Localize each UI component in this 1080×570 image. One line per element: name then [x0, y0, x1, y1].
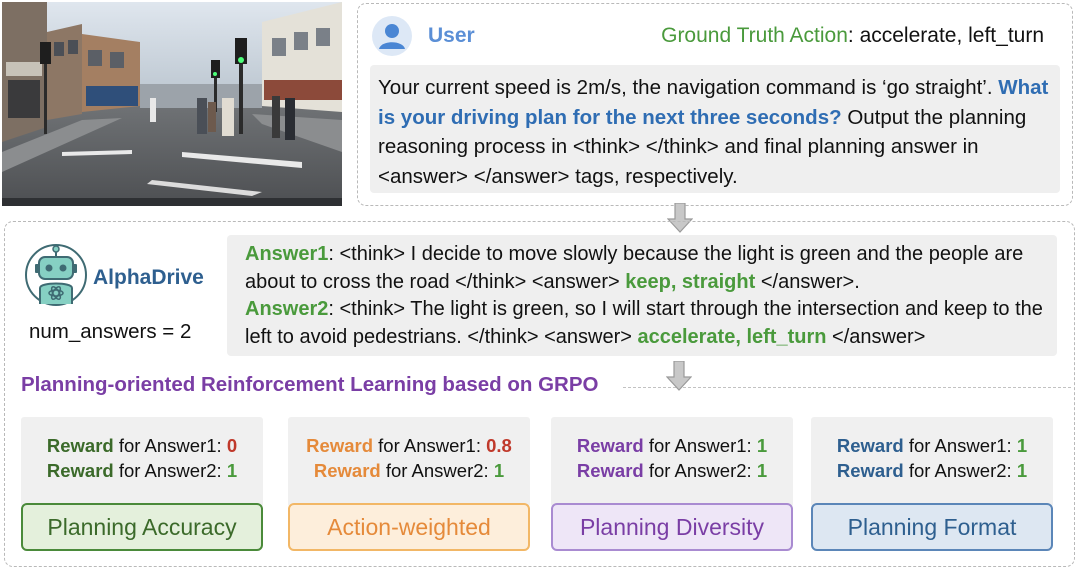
- reward-value1: 1: [1016, 435, 1028, 456]
- reward-card-accuracy: Reward for Answer1: 0 Reward for Answer2…: [21, 417, 263, 553]
- answer2-text: : <think> The light is green, so I will …: [245, 298, 1043, 348]
- reward-name-pill: Planning Format: [811, 503, 1053, 551]
- answers-box: Answer1: <think> I decide to move slowly…: [227, 235, 1057, 356]
- prompt-instruction: Output the planning reasoning process in…: [378, 105, 1027, 188]
- reward-line1: for Answer1:: [903, 435, 1017, 456]
- reward-name-pill: Action-weighted: [288, 503, 530, 551]
- reward-value1: 0: [226, 435, 238, 456]
- reward-name-pill: Planning Accuracy: [21, 503, 263, 551]
- reward-line2: for Answer2:: [643, 460, 757, 481]
- reward-line2: for Answer2:: [380, 460, 494, 481]
- user-label: User: [428, 24, 475, 47]
- street-scene-photo: [2, 2, 342, 206]
- answer1-action: keep, straight: [625, 270, 756, 293]
- num-answers: num_answers = 2: [29, 320, 192, 343]
- reward-line2: for Answer2:: [903, 460, 1017, 481]
- user-prompt: Your current speed is 2m/s, the navigati…: [370, 65, 1060, 193]
- grpo-divider: [623, 387, 1071, 388]
- reward-word: Reward: [836, 435, 904, 456]
- down-arrow-icon: [666, 361, 692, 391]
- reward-value2: 1: [756, 460, 768, 481]
- answer1-label: Answer1: [245, 243, 329, 265]
- reward-line1: for Answer1:: [373, 435, 487, 456]
- reward-line1: for Answer1:: [113, 435, 227, 456]
- down-arrow-icon: [667, 203, 693, 233]
- user-avatar-icon: [372, 16, 412, 56]
- reward-background: [288, 417, 530, 507]
- ground-truth-action: Ground Truth Action: accelerate, left_tu…: [661, 24, 1044, 47]
- answer1-close: </answer>.: [755, 270, 860, 293]
- reward-background: [21, 417, 263, 507]
- reward-values: Reward for Answer1: 1 Reward for Answer2…: [811, 433, 1053, 483]
- ground-truth-label: Ground Truth Action: [661, 24, 848, 47]
- reward-background: [811, 417, 1053, 507]
- reward-values: Reward for Answer1: 0.8 Reward for Answe…: [288, 433, 530, 483]
- reward-card-action-weighted: Reward for Answer1: 0.8 Reward for Answe…: [288, 417, 530, 553]
- prompt-question: What is your driving plan for the next t…: [378, 76, 1049, 129]
- reward-word: Reward: [46, 435, 114, 456]
- reward-values: Reward for Answer1: 1 Reward for Answer2…: [551, 433, 793, 483]
- robot-icon: [25, 244, 87, 306]
- reward-line1: for Answer1:: [643, 435, 757, 456]
- answer2-label: Answer2: [245, 298, 329, 320]
- answer1-text: : <think> I decide to move slowly becaus…: [245, 243, 1024, 293]
- reward-card-diversity: Reward for Answer1: 1 Reward for Answer2…: [551, 417, 793, 553]
- reward-value1: 0.8: [486, 435, 512, 456]
- grpo-title: Planning-oriented Reinforcement Learning…: [21, 373, 599, 396]
- reward-value2: 1: [226, 460, 238, 481]
- reward-word: Reward: [576, 460, 644, 481]
- answer2-close: </answer>: [826, 325, 926, 348]
- model-panel: AlphaDrive num_answers = 2 Answer1: <thi…: [4, 221, 1075, 567]
- reward-card-format: Reward for Answer1: 1 Reward for Answer2…: [811, 417, 1053, 553]
- reward-value1: 1: [756, 435, 768, 456]
- reward-word: Reward: [313, 460, 381, 481]
- reward-word: Reward: [306, 435, 373, 456]
- prompt-context: Your current speed is 2m/s, the navigati…: [378, 76, 999, 99]
- reward-word: Reward: [576, 435, 644, 456]
- reward-values: Reward for Answer1: 0 Reward for Answer2…: [21, 433, 263, 483]
- user-prompt-panel: User Ground Truth Action: accelerate, le…: [357, 3, 1073, 206]
- reward-line2: for Answer2:: [113, 460, 227, 481]
- model-name: AlphaDrive: [93, 266, 204, 289]
- ground-truth-value: accelerate, left_turn: [859, 24, 1044, 47]
- reward-value2: 1: [1016, 460, 1028, 481]
- reward-name-pill: Planning Diversity: [551, 503, 793, 551]
- answer2-action: accelerate, left_turn: [637, 325, 827, 348]
- reward-word: Reward: [46, 460, 114, 481]
- reward-word: Reward: [836, 460, 904, 481]
- reward-value2: 1: [493, 460, 505, 481]
- reward-background: [551, 417, 793, 507]
